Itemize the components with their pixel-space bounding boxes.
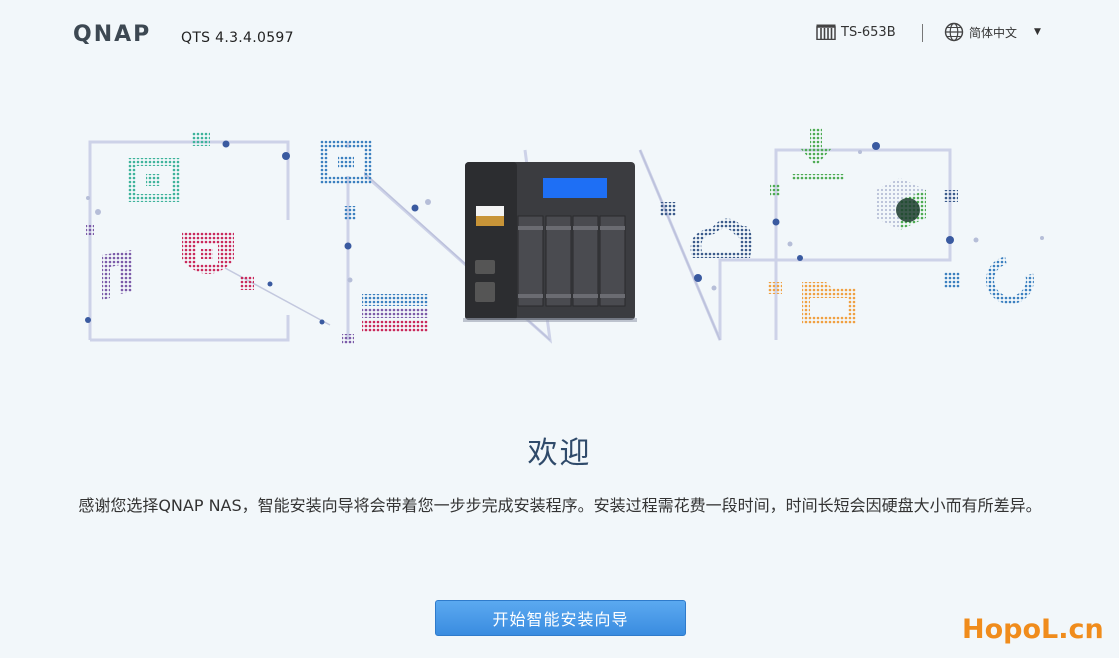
logo-text: QNAP xyxy=(73,22,151,44)
qnap-logo: QNAP xyxy=(73,22,173,48)
version-label: QTS 4.3.4.0597 xyxy=(181,30,294,46)
watermark: HopoL.cn xyxy=(962,614,1104,645)
cloud-icon xyxy=(690,218,752,258)
language-label: 简体中文 xyxy=(969,25,1018,40)
cube-icon xyxy=(876,178,926,230)
shield-icon xyxy=(182,232,234,274)
music-icon xyxy=(102,250,132,300)
refresh-icon xyxy=(986,256,1034,304)
download-icon xyxy=(792,128,844,180)
welcome-description: 感谢您选择QNAP NAS，智能安装向导将会带着您一步步完成安装程序。安装过程需… xyxy=(78,496,1042,515)
welcome-title: 欢迎 xyxy=(527,436,592,471)
picture-icon xyxy=(128,158,180,202)
device-model: TS-653B xyxy=(816,24,896,40)
header-divider xyxy=(922,24,923,42)
nas-device-icon xyxy=(816,24,836,40)
model-label: TS-653B xyxy=(841,24,896,40)
folder-icon xyxy=(802,282,856,324)
nas-device xyxy=(463,162,637,322)
start-wizard-button[interactable]: 开始智能安装向导 xyxy=(435,600,686,636)
chevron-down-icon: ▼ xyxy=(1034,27,1041,37)
hero-illustration xyxy=(80,120,1060,360)
language-selector[interactable]: 简体中文 ▼ xyxy=(944,22,1041,42)
globe-icon xyxy=(944,22,964,42)
header: QNAP QTS 4.3.4.0597 TS-653B 简体中文 ▼ xyxy=(0,0,1119,70)
stack-icon xyxy=(362,294,428,332)
